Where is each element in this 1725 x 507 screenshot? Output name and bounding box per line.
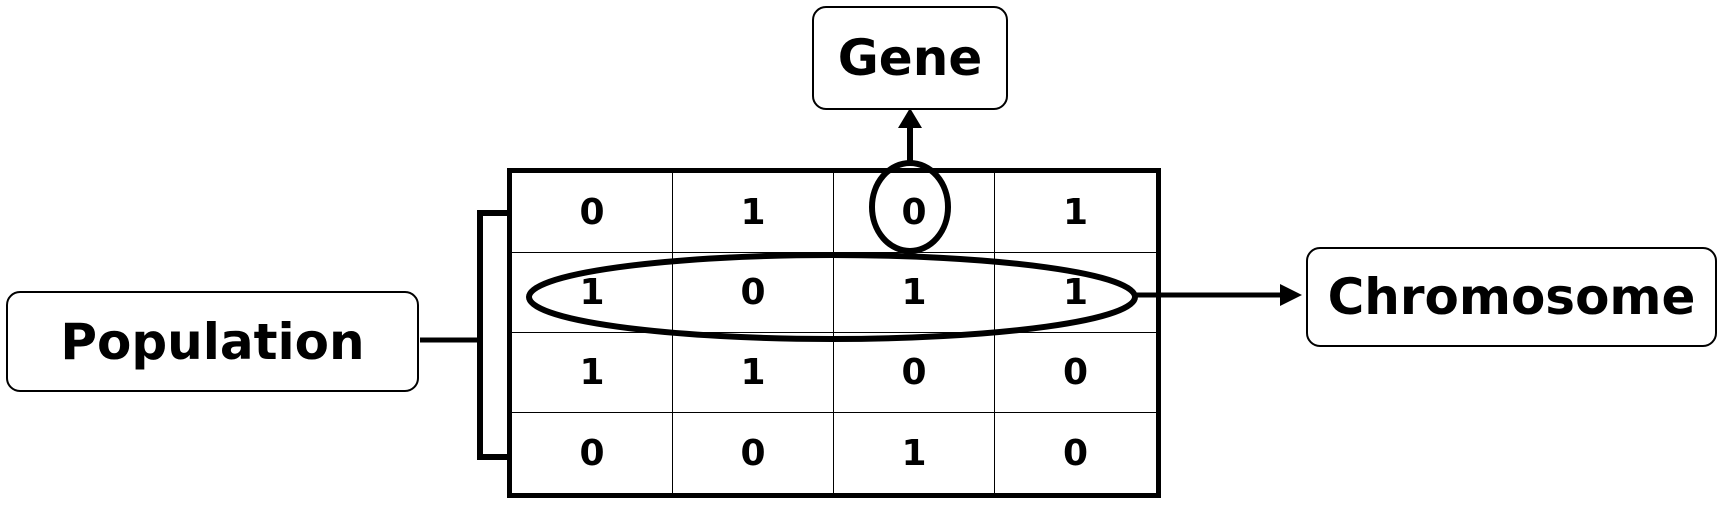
gene-cell-r4-c4: 0: [1062, 432, 1089, 474]
population-bracket: [477, 210, 507, 460]
gene-cell-r4-c3: 1: [834, 413, 995, 493]
gene-cell-r2-c2: 0: [673, 253, 834, 333]
gene-highlight-circle: [869, 160, 951, 254]
chromosome-label-box: Chromosome: [1306, 247, 1717, 347]
chromosome-label: Chromosome: [1327, 268, 1696, 326]
gene-cell-r1-c2: 1: [673, 173, 834, 253]
gene-cell-r3-c2: 1: [673, 333, 834, 413]
gene-cell-r4-c1: 0: [512, 413, 673, 493]
population-label: Population: [60, 312, 365, 371]
gene-label: Gene: [837, 29, 983, 87]
gene-arrowhead: [898, 108, 922, 128]
gene-cell-r3-c1: 1: [512, 333, 673, 413]
gene-label-box: Gene: [812, 6, 1008, 110]
gene-cell-r2-c1: 1: [512, 253, 673, 333]
gene-cell-r3-c4: 0: [995, 333, 1156, 413]
gene-cell-r3-c3: 0: [834, 333, 995, 413]
population-matrix: 0 1 0 1 1 0 1 1 1 1 0 0 0 0 1 0: [507, 168, 1161, 498]
population-label-box: Population: [6, 291, 419, 392]
gene-cell-r2-c3: 1: [834, 253, 995, 333]
gene-cell-r4-c2: 0: [673, 413, 834, 493]
chromosome-highlight-ellipse: [526, 252, 1138, 342]
gene-cell-r1-c4: 1: [995, 173, 1156, 253]
gene-cell-r2-c4: 1: [995, 253, 1156, 333]
chromosome-arrowhead: [1280, 284, 1302, 306]
gene-cell-r1-c1: 0: [512, 173, 673, 253]
